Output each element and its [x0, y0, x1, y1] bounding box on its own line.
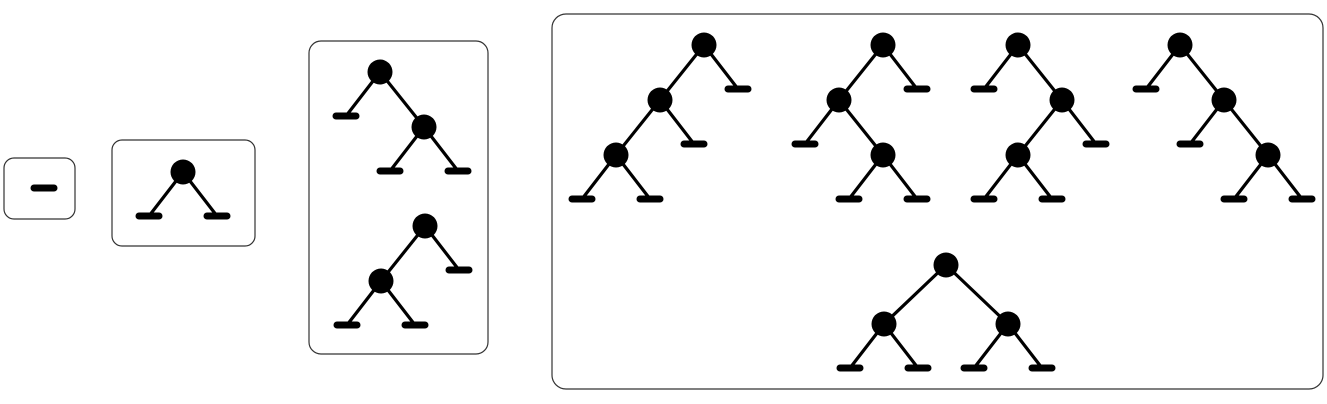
tree-node [603, 142, 629, 168]
group-box-3-nodes [551, 13, 1324, 390]
binary-tree [333, 213, 473, 329]
group-box-1-nodes [111, 139, 256, 247]
binary-tree [568, 32, 752, 203]
binary-tree [791, 32, 931, 203]
tree-node [826, 87, 852, 113]
tree-node [170, 159, 196, 185]
tree-node [691, 32, 717, 58]
tree-node [647, 87, 673, 113]
tree-edge [882, 263, 948, 326]
tree-edge [944, 263, 1010, 326]
tree-node [1005, 142, 1031, 168]
binary-tree [836, 252, 1056, 372]
tree-node [1211, 87, 1237, 113]
tree-node [411, 114, 437, 140]
tree-node [368, 268, 394, 294]
tree-node [367, 59, 393, 85]
binary-tree [970, 32, 1110, 203]
tree-node [1005, 32, 1031, 58]
tree-node [1049, 87, 1075, 113]
tree-node [1255, 142, 1281, 168]
tree-node [870, 142, 896, 168]
tree-node [871, 311, 897, 337]
tree-node [933, 252, 959, 278]
tree-node [995, 311, 1021, 337]
binary-tree [1132, 32, 1316, 203]
binary-tree [332, 59, 472, 175]
tree-node [412, 213, 438, 239]
tree-node [870, 32, 896, 58]
group-box-2-nodes [308, 40, 489, 355]
binary-tree [135, 159, 231, 220]
tree-node [1167, 32, 1193, 58]
